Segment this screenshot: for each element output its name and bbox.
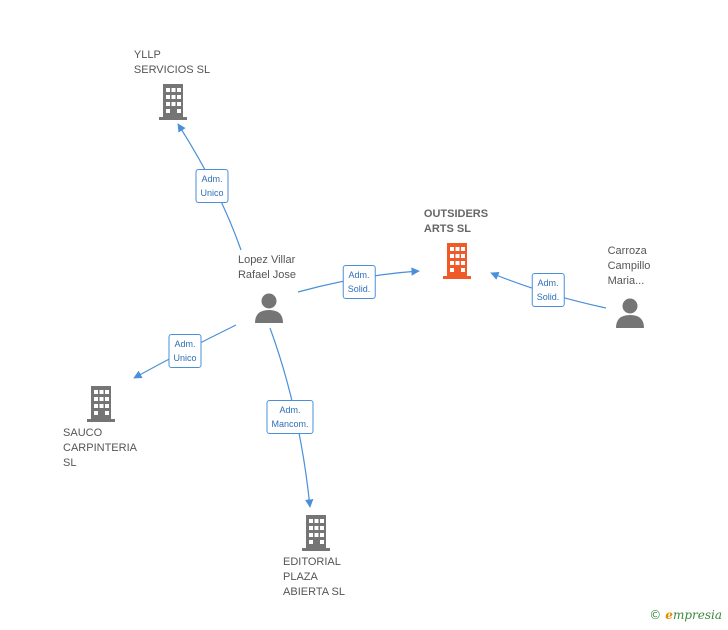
building-icon[interactable] bbox=[300, 515, 332, 551]
edge-label-line: Adm. bbox=[201, 174, 223, 184]
edge-label-lopez-sauco[interactable]: Adm. Unico bbox=[168, 334, 202, 368]
edge-label-lopez-editorial[interactable]: Adm. Mancom. bbox=[266, 400, 314, 434]
label-line: Campillo bbox=[607, 260, 651, 272]
building-icon[interactable] bbox=[85, 386, 117, 422]
building-icon[interactable] bbox=[157, 84, 189, 120]
label-line: Carroza bbox=[607, 245, 647, 257]
brand-name: mpresia bbox=[672, 608, 722, 622]
label-line: OUTSIDERS bbox=[423, 208, 489, 220]
label-line: ARTS SL bbox=[423, 223, 471, 235]
edge-label-lopez-yllp[interactable]: Adm. Unico bbox=[195, 169, 229, 203]
label-line: Rafael Jose bbox=[237, 269, 297, 281]
node-label-yllp: YLLP SERVICIOS SL bbox=[134, 48, 210, 78]
edge-label-line: Adm. bbox=[348, 270, 370, 280]
person-icon[interactable] bbox=[253, 292, 285, 324]
person-icon[interactable] bbox=[614, 297, 646, 329]
edge-label-line: Adm. bbox=[174, 339, 196, 349]
label-line: YLLP bbox=[133, 49, 161, 61]
copyright-icon: © bbox=[649, 608, 662, 622]
label-line: CARPINTERIA bbox=[63, 442, 137, 454]
edge-label-line: Adm. bbox=[279, 405, 301, 415]
edge-label-line: Unico bbox=[173, 353, 197, 363]
edge-label-line: Solid. bbox=[536, 292, 560, 302]
brand-initial: e bbox=[665, 608, 673, 622]
label-line: EDITORIAL bbox=[283, 556, 341, 568]
label-line: PLAZA bbox=[283, 571, 318, 583]
node-label-editorial: EDITORIAL PLAZA ABIERTA SL bbox=[283, 555, 345, 600]
edge-label-carroza-outsiders[interactable]: Adm. Solid. bbox=[531, 273, 565, 307]
edge-label-line: Solid. bbox=[347, 284, 371, 294]
label-line: Lopez Villar bbox=[237, 254, 296, 266]
brand-watermark: ©empresia bbox=[649, 608, 722, 622]
label-line: SL bbox=[63, 457, 77, 469]
edge-label-line: Adm. bbox=[537, 278, 559, 288]
node-label-sauco: SAUCO CARPINTERIA SL bbox=[63, 426, 137, 471]
node-label-lopez: Lopez Villar Rafael Jose bbox=[238, 253, 296, 283]
label-line: SAUCO bbox=[63, 427, 103, 439]
edge-label-lopez-outsiders[interactable]: Adm. Solid. bbox=[342, 265, 376, 299]
edge-label-line: Unico bbox=[200, 188, 224, 198]
label-line: Maria... bbox=[607, 275, 645, 287]
node-label-outsiders: OUTSIDERS ARTS SL bbox=[424, 207, 488, 237]
building-icon[interactable] bbox=[441, 243, 473, 279]
label-line: SERVICIOS SL bbox=[133, 64, 211, 76]
label-line: ABIERTA SL bbox=[283, 586, 345, 598]
node-label-carroza: Carroza Campillo Maria... bbox=[608, 244, 651, 289]
edge-label-line: Mancom. bbox=[271, 419, 309, 429]
